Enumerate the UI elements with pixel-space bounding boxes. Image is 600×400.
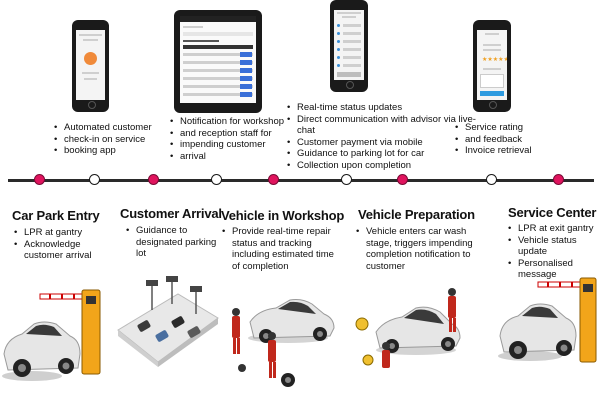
stage-title-vehicle-in-workshop: Vehicle in Workshop bbox=[221, 208, 345, 223]
stage-title-customer-arrival: Customer Arrival bbox=[120, 206, 222, 221]
workshop-illustration bbox=[232, 299, 335, 387]
feedback-phone: ★★★★★ bbox=[473, 20, 511, 112]
timeline-node-vehicle-in-workshop bbox=[268, 174, 279, 185]
top-note-checkin: Automated customer check-in on service b… bbox=[54, 122, 164, 157]
mechanic-figures bbox=[232, 308, 276, 378]
gantry-post bbox=[81, 289, 101, 375]
car-body bbox=[3, 321, 81, 371]
parking-lot-illustration bbox=[117, 276, 219, 367]
timeline-node-customer-arrival bbox=[148, 174, 159, 185]
timeline-node bbox=[341, 174, 352, 185]
stage-title-service-center-exit: Service Center Exit bbox=[508, 205, 600, 220]
gantry-post bbox=[579, 277, 597, 363]
status-phone bbox=[330, 0, 368, 92]
entry-gantry-illustration bbox=[2, 289, 101, 381]
star-rating: ★★★★★ bbox=[482, 57, 507, 63]
tablet-screen bbox=[180, 16, 256, 103]
car-body bbox=[249, 299, 335, 339]
phone-screen bbox=[76, 30, 105, 100]
stage-bullets-customer-arrival: Guidance to designated parking lot bbox=[126, 225, 222, 260]
car-wash-illustration bbox=[355, 288, 461, 368]
phone-screen bbox=[334, 10, 364, 80]
car-body bbox=[499, 303, 577, 353]
stage-bullets-car-park-entry: LPR at gantry Acknowledge customer arriv… bbox=[14, 227, 106, 262]
top-note-notification: Notification for workshop and reception … bbox=[170, 116, 290, 162]
car-body bbox=[375, 306, 461, 349]
exit-gantry-illustration bbox=[498, 277, 597, 363]
barrier-arm bbox=[39, 293, 89, 300]
top-note-realtime: Real-time status updates Direct communic… bbox=[287, 102, 477, 171]
stage-bullets-vehicle-preparation: Vehicle enters car wash stage, triggers … bbox=[356, 226, 474, 272]
check-in-circle-icon bbox=[84, 52, 97, 65]
timeline-node bbox=[211, 174, 222, 185]
timeline-node-service-center-exit bbox=[553, 174, 564, 185]
mechanic-figures bbox=[382, 288, 456, 368]
timeline-line bbox=[8, 179, 594, 182]
top-note-feedback: Service rating and feedback Invoice retr… bbox=[455, 122, 565, 157]
check-in-phone bbox=[72, 20, 109, 112]
phone-screen: ★★★★★ bbox=[477, 30, 507, 100]
timeline-node bbox=[89, 174, 100, 185]
stage-title-vehicle-preparation: Vehicle Preparation bbox=[358, 207, 475, 222]
stage-title-car-park-entry: Car Park Entry bbox=[12, 208, 100, 223]
staff-tablet bbox=[174, 10, 262, 113]
wash-bucket bbox=[355, 317, 369, 331]
timeline-node-vehicle-preparation bbox=[397, 174, 408, 185]
timeline-node bbox=[486, 174, 497, 185]
timeline-node-car-park-entry bbox=[34, 174, 45, 185]
stage-bullets-vehicle-in-workshop: Provide real-time repair status and trac… bbox=[222, 226, 344, 272]
stage-bullets-service-center-exit: LPR at exit gantry Vehicle status update… bbox=[508, 223, 600, 281]
